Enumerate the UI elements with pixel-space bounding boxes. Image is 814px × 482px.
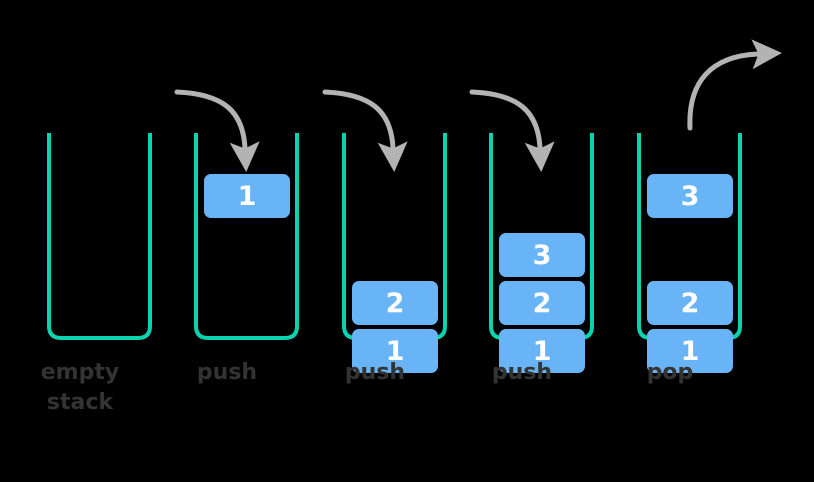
stack-block: 1 bbox=[204, 174, 290, 218]
stack-column-label-push-3: push bbox=[491, 360, 553, 385]
stack-column-label-push-1: push bbox=[196, 360, 258, 385]
stack-blocks: 1 bbox=[147, 133, 307, 338]
stack-column-label-push-2: push bbox=[344, 360, 406, 385]
stack-blocks bbox=[0, 133, 160, 338]
stack-column-push-1: 1 push bbox=[147, 0, 307, 482]
stack-column-label-pop: pop bbox=[646, 360, 694, 385]
stack-block: 1 bbox=[647, 329, 733, 373]
stack-block: 1 bbox=[352, 329, 438, 373]
stack-block: 2 bbox=[647, 281, 733, 325]
stack-block: 2 bbox=[499, 281, 585, 325]
stack-block: 3 bbox=[647, 174, 733, 218]
stack-column-label-empty-stack: empty stack bbox=[40, 360, 120, 415]
stack-block: 1 bbox=[499, 329, 585, 373]
stack-block: 2 bbox=[352, 281, 438, 325]
stack-column-empty-stack: empty stack bbox=[0, 0, 160, 482]
stack-block: 3 bbox=[499, 233, 585, 277]
